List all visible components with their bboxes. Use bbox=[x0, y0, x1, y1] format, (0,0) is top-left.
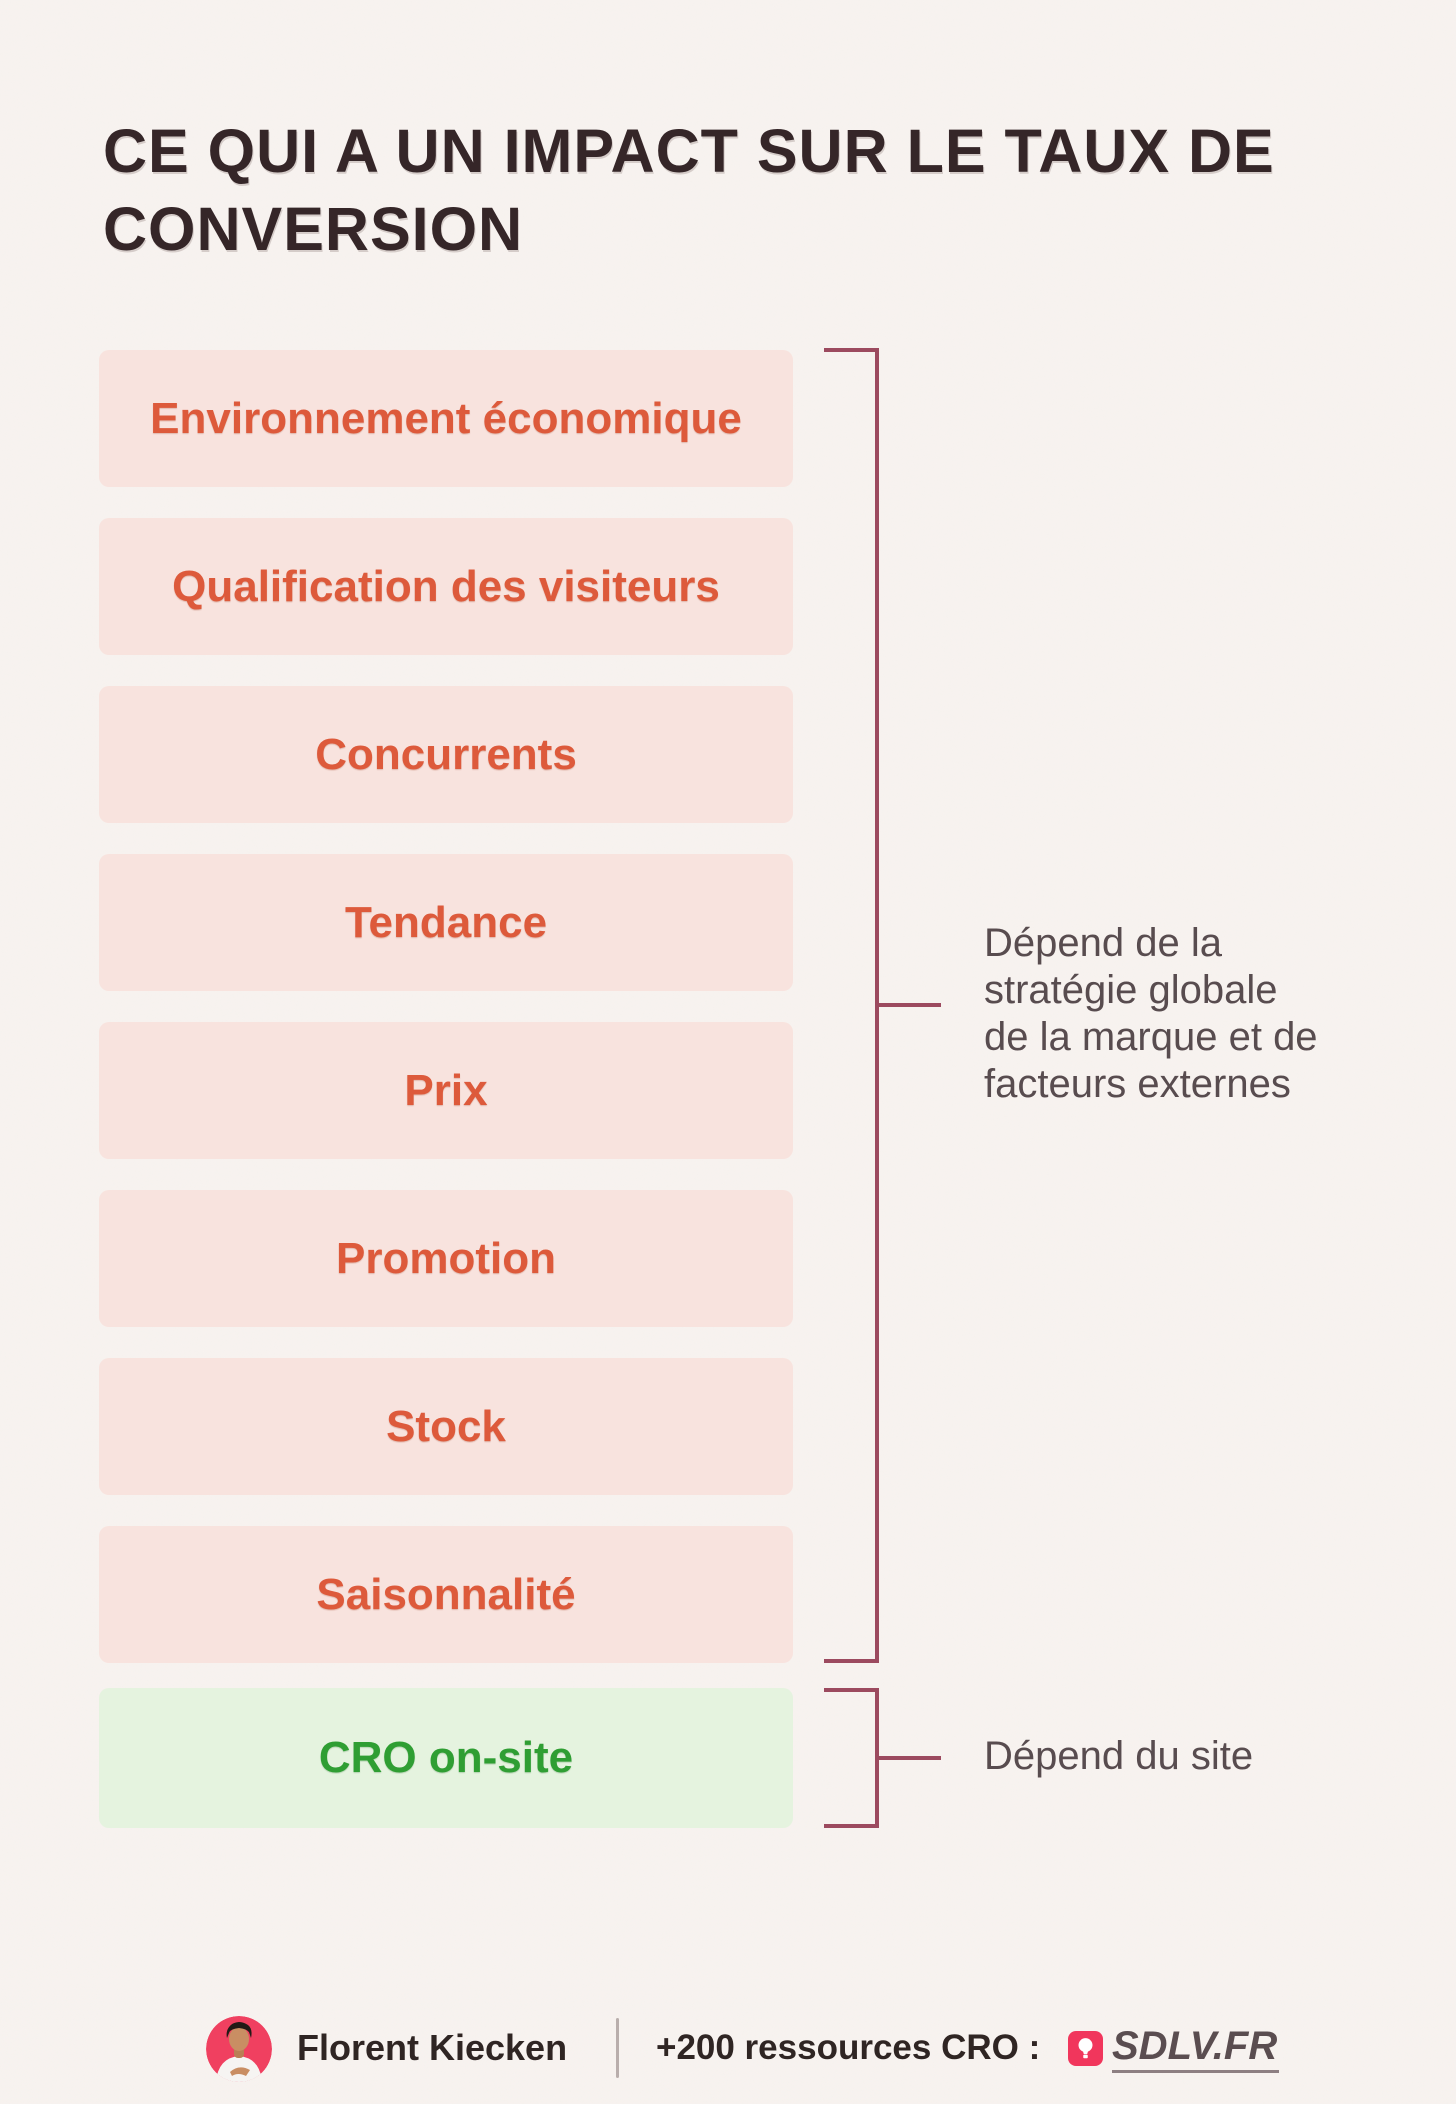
page-title-line2: CONVERSION bbox=[103, 195, 524, 263]
factor-box-qualification: Qualification des visiteurs bbox=[99, 518, 793, 655]
onsite-annotation: Dépend du site bbox=[984, 1734, 1254, 1778]
factor-label: Concurrents bbox=[315, 729, 577, 779]
factor-box-promotion: Promotion bbox=[99, 1190, 793, 1327]
author-name: Florent Kiecken bbox=[297, 2027, 568, 2068]
factor-label: Tendance bbox=[344, 897, 548, 947]
external-bracket bbox=[824, 348, 941, 1663]
external-annotation-line: de la marque et de bbox=[984, 1015, 1318, 1059]
factor-box-environnement: Environnement économique bbox=[99, 350, 793, 487]
brand-name: SDLV.FR bbox=[1112, 2024, 1280, 2073]
factor-list: Environnement économique Qualification d… bbox=[99, 350, 793, 1828]
factor-label: Stock bbox=[386, 1401, 506, 1451]
onsite-bracket bbox=[824, 1688, 941, 1828]
factor-label: Environnement économique bbox=[150, 393, 742, 443]
footer: Florent Kiecken +200 ressources CRO : SD… bbox=[0, 2010, 1456, 2086]
person-avatar bbox=[206, 2016, 272, 2082]
factor-box-prix: Prix bbox=[99, 1022, 793, 1159]
factor-label: Saisonnalité bbox=[316, 1569, 576, 1619]
factor-label: Promotion bbox=[336, 1233, 556, 1283]
footer-divider bbox=[616, 2018, 619, 2078]
factor-box-concurrents: Concurrents bbox=[99, 686, 793, 823]
factor-box-saisonnalite: Saisonnalité bbox=[99, 1526, 793, 1663]
external-annotation-line: stratégie globale bbox=[984, 968, 1278, 1012]
external-annotation: Dépend de la stratégie globale de la mar… bbox=[984, 920, 1318, 1108]
hot-air-balloon-icon bbox=[1068, 2030, 1103, 2066]
factor-label: Prix bbox=[404, 1065, 488, 1115]
page-title-line1: CE QUI A UN IMPACT SUR LE TAUX DE bbox=[103, 117, 1275, 185]
page-title: CE QUI A UN IMPACT SUR LE TAUX DE CONVER… bbox=[103, 112, 1275, 268]
factor-label: CRO on-site bbox=[318, 1733, 574, 1782]
factor-box-cro-onsite: CRO on-site bbox=[99, 1688, 793, 1828]
factor-label: Qualification des visiteurs bbox=[172, 561, 720, 611]
external-annotation-line: facteurs externes bbox=[984, 1062, 1291, 1106]
external-annotation-line: Dépend de la bbox=[984, 921, 1222, 965]
resources-label: +200 ressources CRO : bbox=[656, 2028, 1041, 2067]
factor-box-stock: Stock bbox=[99, 1358, 793, 1495]
brand-link[interactable]: SDLV.FR bbox=[1068, 2010, 1280, 2086]
factor-box-tendance: Tendance bbox=[99, 854, 793, 991]
